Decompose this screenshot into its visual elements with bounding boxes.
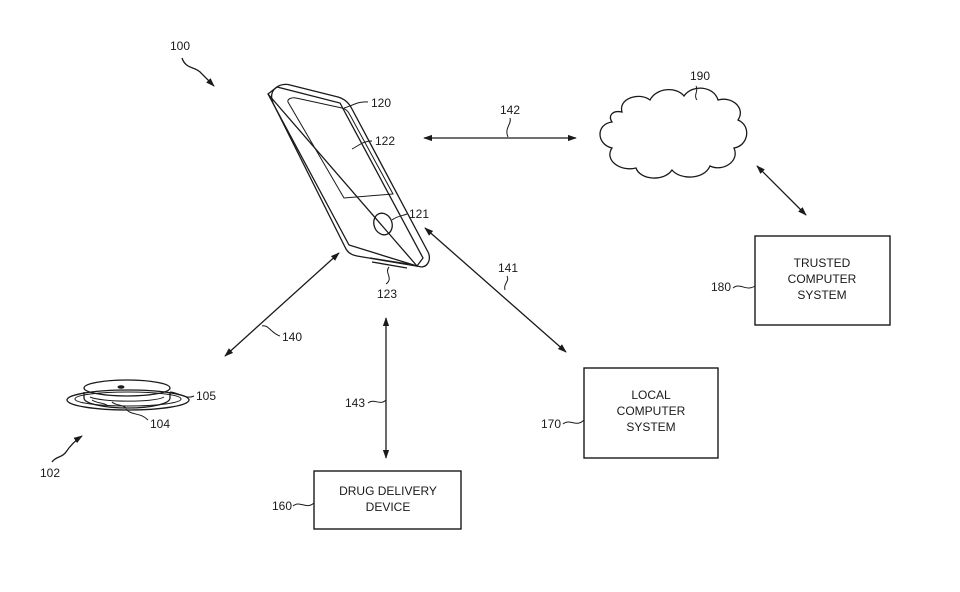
sensor-detail	[91, 399, 127, 409]
ref-160-leader	[292, 502, 315, 507]
phone-port	[369, 257, 409, 269]
ref-143: 143	[345, 396, 365, 410]
phone-home-button[interactable]	[371, 211, 395, 238]
ref-123-leader	[385, 266, 390, 285]
local-computer-box	[583, 367, 719, 459]
sensor-body-band	[89, 396, 165, 402]
system-reference: 100	[170, 39, 215, 87]
sensor-port	[117, 385, 125, 389]
ref-120: 120	[371, 96, 391, 110]
link-phone-cloud: 142	[423, 103, 577, 142]
ref-180-leader	[732, 285, 756, 289]
trusted-line-2: COMPUTER	[788, 272, 857, 286]
local-line-3: SYSTEM	[626, 420, 675, 434]
ref-102: 102	[40, 466, 60, 480]
ref-140-leader	[261, 325, 281, 337]
cloud-shape	[599, 87, 748, 179]
phone-body	[270, 83, 430, 268]
sensor-body-side	[83, 392, 171, 409]
link-phone-drug: 143	[345, 317, 390, 459]
trusted-line-3: SYSTEM	[797, 288, 846, 302]
trusted-computer-box	[754, 235, 891, 326]
ref-142: 142	[500, 103, 520, 117]
sensor-top	[83, 379, 171, 397]
ref-190: 190	[690, 69, 710, 83]
drug-delivery-device: DRUG DELIVERY DEVICE 160	[272, 470, 462, 530]
ref-180: 180	[711, 280, 731, 294]
link-phone-local: 141	[424, 227, 567, 353]
ref-122-leader	[351, 140, 373, 150]
ref-102-arrow	[51, 435, 83, 463]
ref-170: 170	[541, 417, 561, 431]
ref-121: 121	[409, 207, 429, 221]
ref-105: 105	[196, 389, 216, 403]
ref-104-leader	[125, 408, 149, 421]
link-141-arrow	[424, 227, 567, 353]
local-line-1: LOCAL	[631, 388, 671, 402]
trusted-line-1: TRUSTED	[794, 256, 851, 270]
drug-line-2: DEVICE	[366, 500, 411, 514]
ref-143-leader	[367, 399, 387, 404]
ref-100-arrow	[181, 57, 215, 87]
ref-104: 104	[150, 417, 170, 431]
local-computer-system: LOCAL COMPUTER SYSTEM 170	[541, 367, 719, 459]
ref-141: 141	[498, 261, 518, 275]
drug-device-box	[313, 470, 462, 530]
local-line-2: COMPUTER	[617, 404, 686, 418]
ref-142-leader	[506, 117, 511, 138]
ref-123: 123	[377, 287, 397, 301]
ref-190-leader	[695, 85, 698, 101]
ref-105-leader	[169, 391, 195, 398]
sensor-adhesive	[66, 389, 190, 411]
ref-122: 122	[375, 134, 395, 148]
trusted-computer-system: TRUSTED COMPUTER SYSTEM 180	[711, 235, 891, 326]
sensor-patch: 105 104 102	[40, 379, 216, 480]
link-140-arrow	[224, 252, 340, 357]
phone-side	[267, 93, 418, 267]
drug-line-1: DRUG DELIVERY	[339, 484, 437, 498]
mobile-phone	[267, 83, 430, 269]
ref-121-leader	[391, 213, 408, 221]
phone-labels: 120 122 121 123	[343, 96, 429, 301]
ref-170-leader	[562, 419, 585, 425]
ref-100: 100	[170, 39, 190, 53]
phone-screen	[287, 97, 394, 199]
link-phone-sensor: 140	[224, 252, 340, 357]
ref-160: 160	[272, 499, 292, 513]
ref-141-leader	[504, 275, 509, 291]
ref-140: 140	[282, 330, 302, 344]
cloud: 190	[599, 69, 748, 179]
link-cloud-trusted-arrow	[756, 165, 807, 216]
ref-120-leader	[343, 101, 369, 109]
sensor-adhesive-inner	[74, 391, 182, 407]
